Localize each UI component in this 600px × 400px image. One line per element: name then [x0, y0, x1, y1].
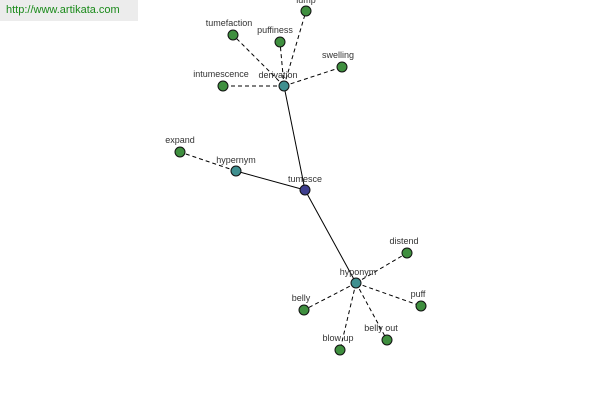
node-marker-belly[interactable]	[298, 304, 310, 316]
node-label-puff: puff	[411, 289, 426, 299]
node-label-tumesce: tumesce	[288, 174, 322, 184]
node-blow-up[interactable]: blow up	[322, 333, 354, 356]
edge-derivation-puffiness	[279, 41, 285, 87]
site-watermark: http://www.artikata.com	[0, 0, 138, 21]
node-distend[interactable]: distend	[389, 236, 419, 259]
node-hyponym[interactable]: hyponym	[340, 267, 377, 289]
node-puff[interactable]: puff	[411, 289, 427, 312]
node-label-puffiness: puffiness	[257, 25, 293, 35]
node-belly[interactable]: belly	[292, 293, 311, 316]
node-label-lump: lump	[296, 0, 316, 5]
node-marker-puffiness[interactable]	[274, 36, 286, 48]
node-label-belly-out: belly out	[364, 323, 398, 333]
node-marker-derivation[interactable]	[278, 80, 290, 92]
graph-edges	[179, 10, 422, 351]
node-intumescence[interactable]: intumescence	[193, 69, 249, 92]
node-marker-hyponym[interactable]	[350, 277, 362, 289]
node-label-hyponym: hyponym	[340, 267, 377, 277]
edge-derivation-tumefaction	[232, 34, 285, 87]
node-label-belly: belly	[292, 293, 311, 303]
node-label-hypernym: hypernym	[216, 155, 256, 165]
node-label-tumefaction: tumefaction	[206, 18, 253, 28]
edge-hyponym-belly	[303, 282, 357, 311]
edge-tumesce-derivation	[283, 85, 306, 191]
node-marker-distend[interactable]	[401, 247, 413, 259]
node-lump[interactable]: lump	[296, 0, 316, 17]
node-marker-tumesce[interactable]	[299, 184, 311, 196]
node-hypernym[interactable]: hypernym	[216, 155, 256, 177]
node-marker-lump[interactable]	[300, 5, 312, 17]
node-marker-blow-up[interactable]	[334, 344, 346, 356]
edge-tumesce-hypernym	[235, 170, 306, 191]
node-marker-puff[interactable]	[415, 300, 427, 312]
node-expand[interactable]: expand	[165, 135, 195, 158]
node-marker-hypernym[interactable]	[230, 165, 242, 177]
node-derivation[interactable]: derivation	[258, 70, 298, 92]
node-label-swelling: swelling	[322, 50, 354, 60]
node-tumesce[interactable]: tumesce	[288, 174, 322, 196]
graph-nodes: tumesce derivation hypernym hyponym lump tume…	[165, 0, 427, 356]
node-label-expand: expand	[165, 135, 195, 145]
edge-hyponym-belly-out	[355, 282, 388, 341]
edge-hyponym-blow-up	[339, 282, 357, 351]
node-marker-belly-out[interactable]	[381, 334, 393, 346]
node-label-blow-up: blow up	[322, 333, 353, 343]
node-swelling[interactable]: swelling	[322, 50, 354, 73]
node-label-distend: distend	[389, 236, 418, 246]
node-label-intumescence: intumescence	[193, 69, 249, 79]
edge-derivation-swelling	[283, 66, 343, 87]
node-marker-tumefaction[interactable]	[227, 29, 239, 41]
node-marker-intumescence[interactable]	[217, 80, 229, 92]
node-belly-out[interactable]: belly out	[364, 323, 398, 346]
node-label-derivation: derivation	[258, 70, 297, 80]
edge-hypernym-expand	[179, 151, 237, 172]
edge-hyponym-puff	[355, 282, 422, 307]
node-tumefaction[interactable]: tumefaction	[206, 18, 253, 41]
edge-tumesce-hyponym	[304, 189, 357, 284]
edge-derivation-lump	[283, 10, 307, 87]
node-marker-expand[interactable]	[174, 146, 186, 158]
edge-hyponym-distend	[355, 252, 408, 284]
node-puffiness[interactable]: puffiness	[257, 25, 293, 48]
node-marker-swelling[interactable]	[336, 61, 348, 73]
